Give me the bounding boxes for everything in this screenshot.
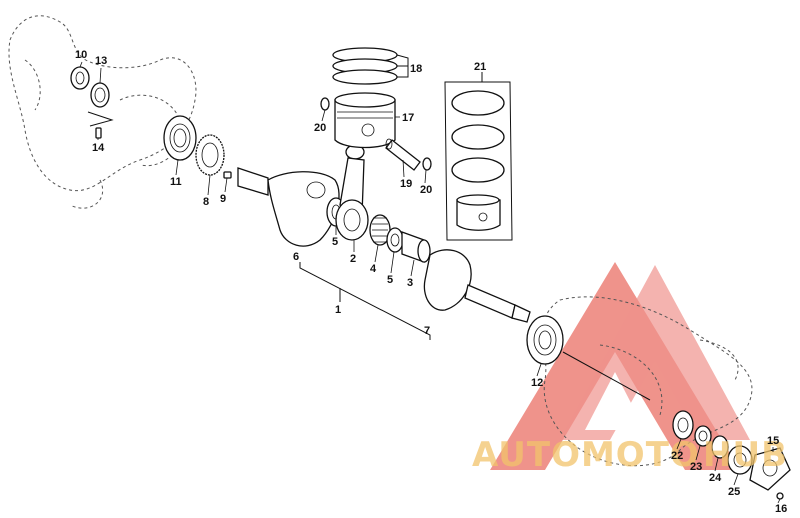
callout-17: 17 (402, 112, 414, 124)
part-crank-pin-3 (401, 231, 431, 263)
callout-20a: 20 (314, 122, 326, 134)
engine-case-left-outline (8, 15, 197, 209)
callout-25: 25 (728, 486, 740, 498)
part-cover-plate-15 (749, 447, 791, 491)
callout-20b: 20 (420, 184, 432, 196)
callout-7: 7 (424, 325, 430, 337)
callout-10: 10 (75, 49, 87, 61)
callout-9: 9 (220, 193, 226, 205)
part-circlip-20a (320, 97, 330, 111)
part-piston-pin-19 (385, 138, 421, 171)
part-circlip-20b (422, 157, 432, 171)
part-bearing-11 (163, 115, 197, 161)
part-pin-14 (87, 111, 114, 139)
callout-13: 13 (95, 55, 107, 67)
callout-12: 12 (531, 377, 543, 389)
part-key-9 (223, 171, 232, 179)
part-gasket-25 (727, 445, 753, 475)
callout-4: 4 (370, 263, 377, 275)
part-crankshaft-right-half-7 (423, 249, 531, 323)
part-piston-17 (334, 92, 396, 149)
callout-1: 1 (335, 304, 341, 316)
callout-8: 8 (203, 196, 209, 208)
callout-3: 3 (407, 277, 413, 289)
watermark-brand-left: AUTOMOTO (472, 435, 700, 475)
callout-24: 24 (709, 472, 722, 484)
part-oil-seal-22 (672, 410, 694, 440)
part-bolt-16 (776, 492, 784, 500)
part-thrust-washer-5b (386, 227, 404, 253)
callout-18: 18 (410, 63, 422, 75)
part-bearing-13 (90, 82, 110, 108)
watermark-brand-text: AUTOMOTO HUB (472, 435, 788, 475)
part-crankshaft-left-half-6 (237, 167, 340, 247)
callout-2: 2 (350, 253, 356, 265)
callout-bracket-1 (299, 262, 431, 340)
callout-23: 23 (690, 461, 702, 473)
callout-19: 19 (400, 178, 412, 190)
part-connecting-rod-2 (335, 144, 369, 241)
callout-14: 14 (92, 142, 105, 154)
callout-6: 6 (293, 251, 299, 263)
callout-5b: 5 (387, 274, 393, 286)
part-collar-23 (694, 425, 712, 447)
callout-5a: 5 (332, 236, 338, 248)
leader-lines (79, 61, 781, 504)
watermark-brand-right: HUB (703, 435, 788, 475)
callout-labels: 10 13 14 11 8 9 6 5 2 4 5 3 1 7 20 17 18… (75, 49, 787, 515)
callout-21: 21 (474, 61, 486, 73)
part-o-ring-24 (711, 435, 729, 459)
part-piston-ring-set-21 (444, 72, 513, 241)
part-bearing-12 (526, 315, 651, 401)
callout-11: 11 (170, 176, 182, 188)
callout-15: 15 (767, 435, 779, 447)
callout-22: 22 (671, 450, 683, 462)
part-piston-rings-18 (332, 47, 409, 85)
engine-case-right-outline (542, 296, 753, 467)
part-oil-seal-10 (70, 66, 90, 90)
callout-16: 16 (775, 503, 787, 515)
part-gear-8 (195, 134, 225, 176)
